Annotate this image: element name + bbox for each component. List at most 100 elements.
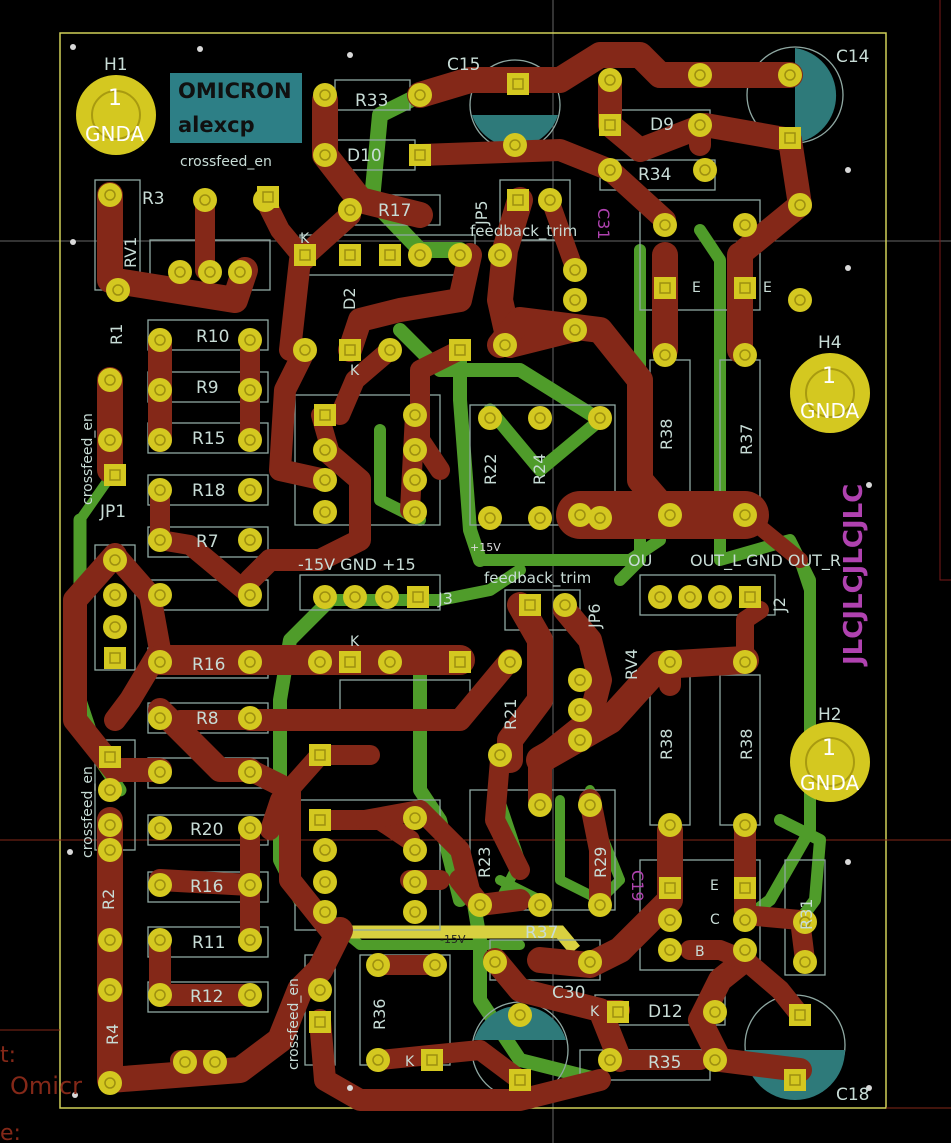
pad-hole xyxy=(739,509,751,521)
ref-r1: R1 xyxy=(107,324,126,345)
pad xyxy=(308,650,332,674)
pad xyxy=(658,908,682,932)
pad-square xyxy=(309,1011,331,1033)
pad xyxy=(788,288,812,312)
pad-square xyxy=(659,877,681,899)
ref-r33: R36 xyxy=(370,999,389,1030)
logo-block xyxy=(170,73,302,143)
pad-hole xyxy=(709,1006,721,1018)
marker-e3: E xyxy=(710,878,719,894)
pad-hole xyxy=(314,656,326,668)
pad-hole xyxy=(109,469,121,481)
pad-hole xyxy=(659,219,671,231)
pad-square xyxy=(314,404,336,426)
pad-square xyxy=(99,746,121,768)
pad-hole xyxy=(319,506,331,518)
pad-hole xyxy=(154,534,166,546)
pad-hole xyxy=(739,819,751,831)
pad xyxy=(653,343,677,367)
pad-hole xyxy=(794,1009,806,1021)
pad-hole xyxy=(414,89,426,101)
pad-hole xyxy=(534,899,546,911)
pad xyxy=(98,928,122,952)
pad-hole xyxy=(409,506,421,518)
pad-hole xyxy=(104,784,116,796)
pad xyxy=(448,243,472,267)
ref-jp1: JP1 xyxy=(99,502,126,522)
pad xyxy=(343,585,367,609)
corner-text-t: t: xyxy=(0,1043,16,1068)
pad xyxy=(98,368,122,392)
mounting-hole-h4[interactable] xyxy=(790,353,870,433)
pad xyxy=(238,983,262,1007)
pad-hole xyxy=(104,374,116,386)
pad-hole xyxy=(154,589,166,601)
ref-r20: R21 xyxy=(501,699,520,730)
pad-h2: 1 xyxy=(822,736,836,761)
pad xyxy=(403,838,427,862)
pad-hole xyxy=(794,199,806,211)
pad-square xyxy=(654,277,676,299)
pad xyxy=(148,873,172,897)
pad-hole xyxy=(109,652,121,664)
pad-hole xyxy=(739,282,751,294)
pad xyxy=(708,585,732,609)
pad-hole xyxy=(694,69,706,81)
pad-hole xyxy=(604,119,616,131)
pad-hole xyxy=(319,591,331,603)
pad xyxy=(793,910,817,934)
pad xyxy=(703,1048,727,1072)
pad xyxy=(148,983,172,1007)
pad-hole xyxy=(454,249,466,261)
pad-square xyxy=(294,244,316,266)
pad xyxy=(568,668,592,692)
pad xyxy=(653,213,677,237)
pad-hole xyxy=(474,899,486,911)
pad xyxy=(238,328,262,352)
label-feedback-trim: feedback_trim xyxy=(484,569,591,588)
pad-hole xyxy=(104,189,116,201)
mounting-hole-h1[interactable] xyxy=(76,75,156,155)
pad xyxy=(313,468,337,492)
pad-hole xyxy=(344,656,356,668)
pad xyxy=(238,816,262,840)
pad xyxy=(98,1071,122,1095)
pad xyxy=(98,838,122,862)
marker-e1: E xyxy=(692,280,701,296)
pad-hole xyxy=(319,906,331,918)
pad-hole xyxy=(104,819,116,831)
pad-square xyxy=(449,339,471,361)
pad-hole xyxy=(319,844,331,856)
ref-r16: R16 xyxy=(192,655,225,675)
pad xyxy=(403,806,427,830)
marker-k2: K xyxy=(350,363,360,379)
silk-vertical-text: RV1 R1 crossfeed_en crossfeed_en R2 R4 c… xyxy=(80,200,816,1070)
pad-hole xyxy=(244,989,256,1001)
front-copper-layer xyxy=(63,42,815,1111)
pad-hole xyxy=(699,164,711,176)
ref-r10: R10 xyxy=(196,327,229,347)
pad-hole xyxy=(409,844,421,856)
corner-text-e: e: xyxy=(0,1121,21,1143)
pad-hole xyxy=(544,194,556,206)
pad-hole xyxy=(154,822,166,834)
pad xyxy=(148,816,172,840)
pad-hole xyxy=(509,139,521,151)
pad-hole xyxy=(659,349,671,361)
pad-hole xyxy=(429,959,441,971)
pad-hole xyxy=(314,814,326,826)
pad xyxy=(658,813,682,837)
pad xyxy=(168,260,192,284)
ref-r29: R33 xyxy=(355,91,388,111)
pad xyxy=(148,650,172,674)
pad xyxy=(403,403,427,427)
mounting-hole-h2[interactable] xyxy=(790,722,870,802)
pad-square xyxy=(507,189,529,211)
net-h1: GNDA xyxy=(85,122,145,146)
pad xyxy=(528,406,552,430)
ref-c14: C14 xyxy=(836,47,870,67)
label-crossfeed-bottom: crossfeed_en xyxy=(286,978,302,1070)
pad xyxy=(403,900,427,924)
